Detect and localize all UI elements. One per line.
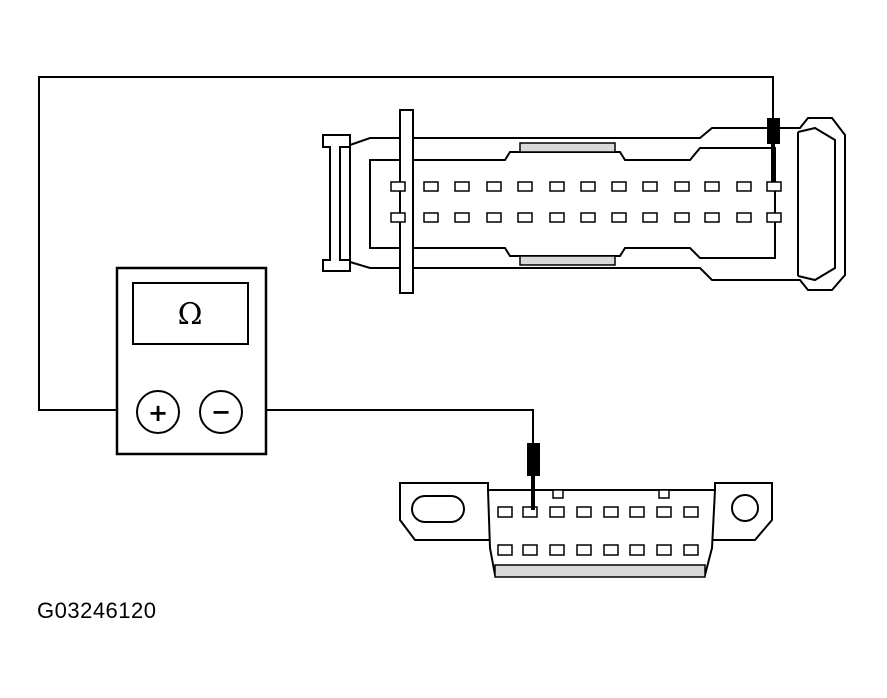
dlc-body: [486, 489, 717, 576]
connector-rail-bottom: [519, 255, 616, 266]
negative-terminal-label: −: [211, 398, 231, 426]
connector-pins-top-row: [390, 181, 782, 192]
connector-cavity: [369, 147, 776, 259]
dlc-mount-hole: [731, 494, 759, 522]
data-link-connector: [399, 482, 773, 578]
dlc-pins-top-row: [497, 506, 699, 518]
positive-lead-wire: [38, 76, 774, 411]
positive-terminal-label: +: [148, 399, 168, 427]
figure-id-label: G03246120: [37, 598, 157, 623]
negative-lead-wire: [242, 409, 534, 445]
ohmmeter: Ω + −: [115, 266, 268, 456]
dlc-bottom-lip: [494, 564, 706, 578]
dlc-key-left: [552, 489, 564, 499]
module-connector: [322, 109, 846, 294]
dlc-key-right: [658, 489, 670, 499]
negative-terminal: [199, 390, 243, 434]
meter-display: [132, 282, 249, 345]
connector-rail-top: [519, 142, 616, 153]
module-test-probe: [767, 118, 780, 182]
dlc-pins-bottom-row: [497, 544, 699, 556]
positive-terminal: [136, 390, 180, 434]
connector-end-cap: [797, 126, 836, 282]
test-wires: [38, 76, 774, 445]
connector-latch-post: [399, 109, 414, 294]
ohm-symbol: Ω: [178, 297, 203, 332]
dlc-test-probe: [527, 443, 540, 510]
connector-end-bracket: [322, 134, 351, 272]
dlc-mount-slot: [411, 495, 465, 523]
connector-pins-bottom-row: [390, 212, 782, 223]
